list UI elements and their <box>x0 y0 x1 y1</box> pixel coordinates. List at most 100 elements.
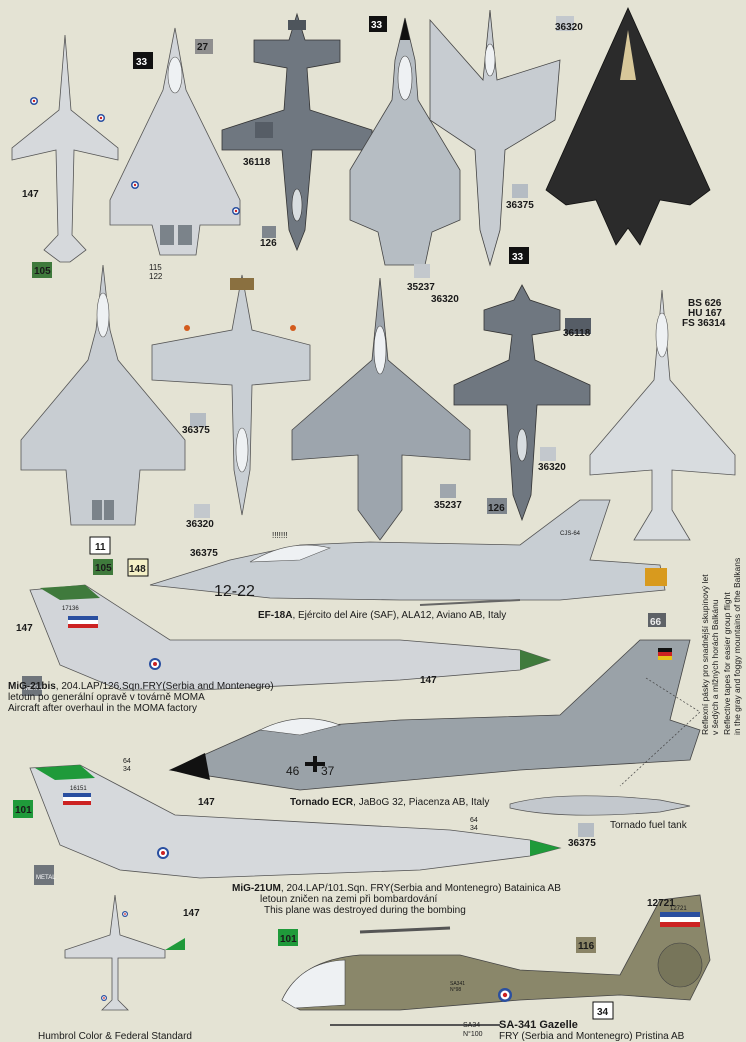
label-36375-b: 36375 <box>182 425 210 436</box>
f117-top-view <box>545 7 711 246</box>
label-12721: 12721 <box>647 898 675 909</box>
label-36320-b: 36320 <box>431 294 459 305</box>
label-122: 122 <box>149 272 163 281</box>
chip-35237-b <box>440 484 456 498</box>
caption-tornado-rest: , JaBoG 32, Piacenza AB, Italy <box>353 797 490 808</box>
caption-gazelle-unit: FRY (Serbia and Montenegro) Pristina AB <box>499 1031 685 1042</box>
f16-top-view-b <box>453 284 591 522</box>
chip-36320-top <box>556 16 574 31</box>
caption-tornado-bold: Tornado ECR <box>290 797 354 808</box>
label-64-a: 64 <box>123 758 131 765</box>
label-33-a: 33 <box>136 57 148 68</box>
reflective-tape-callout <box>619 677 701 787</box>
caption-ef18: EF-18A, Ejército del Aire (SAF), ALA12, … <box>258 610 506 621</box>
label-148: 148 <box>129 564 146 575</box>
chip-105-b <box>93 559 113 575</box>
tornado-fuel-tank <box>509 795 691 816</box>
caption-mig21um-cz: letoun zničen na zemi při bombardování <box>260 894 438 905</box>
chip-36320-d <box>540 447 556 461</box>
caption-mig21um-en: This plane was destroyed during the bomb… <box>264 905 466 916</box>
chip-36375-a <box>512 184 528 198</box>
gazelle-tail-serial: 12721 <box>670 906 687 912</box>
label-27: 27 <box>197 42 209 53</box>
fa18-top-view-b <box>291 277 471 541</box>
label-66: 66 <box>650 617 662 628</box>
chip-36320-a <box>414 264 430 278</box>
chip-148 <box>127 558 149 577</box>
label-34: 34 <box>597 1007 609 1018</box>
label-36118-b: 36118 <box>563 328 591 339</box>
chip-27 <box>195 39 213 54</box>
label-115: 115 <box>149 263 162 272</box>
gazelle-n100: N°100 <box>463 1030 483 1038</box>
label-126-b: 126 <box>488 503 505 514</box>
vertical-note-4: in the gray and foggy mountains of the B… <box>732 557 742 735</box>
label-exclaim: !!!!!!! <box>272 531 288 540</box>
chip-36375-d <box>578 823 594 837</box>
caption-mig21bis-cz: letoun po generální opravě v továrně MOM… <box>8 692 205 703</box>
label-36375-c: 36375 <box>190 548 218 559</box>
chip-126-b <box>487 498 507 514</box>
tornado-code-left: 46 <box>286 764 300 778</box>
caption-ef18-bold: EF-18A <box>258 610 293 621</box>
chip-126-a <box>262 226 276 238</box>
caption-mig21bis-en: Aircraft after overhaul in the MOMA fact… <box>8 703 197 714</box>
label-metal-b: METAL <box>36 875 56 881</box>
chip-101-a <box>13 800 33 818</box>
label-34-b: 34 <box>470 825 478 832</box>
label-metal-a: METAL <box>24 686 44 692</box>
chip-33-b <box>369 16 387 32</box>
chip-33-a <box>133 52 153 69</box>
vertical-note-3: Reflective tapes for easier group flight <box>722 592 732 735</box>
ef18-tail-code: CJS-64 <box>560 531 581 537</box>
f14-top-view-2 <box>429 9 561 267</box>
mig21-top-view-small <box>64 894 185 1011</box>
label-105-b: 105 <box>95 563 112 574</box>
label-33-b: 33 <box>371 20 383 31</box>
label-fs36314: FS 36314 <box>682 318 726 329</box>
serial-16151: 16151 <box>70 786 87 792</box>
gazelle-sa341-small: SA341 <box>450 981 465 987</box>
caption-mig21um: MiG-21UM, 204.LAP/101.Sqn. FRY(Serbia an… <box>232 883 561 894</box>
chip-33-c <box>509 247 529 264</box>
chip-36375-b <box>190 413 206 427</box>
chip-11 <box>89 536 111 555</box>
caption-gazelle-bold: SA-341 Gazelle <box>499 1019 578 1031</box>
ef18-side-view <box>149 499 667 606</box>
caption-mig21um-rest: , 204.LAP/101.Sqn. FRY(Serbia and Monten… <box>280 883 561 894</box>
vertical-note-1: Reflexní pásky pro snadnější skupinový l… <box>700 574 710 735</box>
vertical-note-2: v šedých a mlžných horách Balkánu <box>710 599 720 735</box>
caption-mig21um-bold: MiG-21UM <box>232 883 281 894</box>
caption-gazelle: SA-341 Gazelle <box>499 1020 578 1031</box>
label-101-b: 101 <box>280 934 297 945</box>
chip-36118-b <box>565 318 591 334</box>
tornado-code-right: 37 <box>321 764 335 778</box>
label-36375-d: 36375 <box>568 838 596 849</box>
label-hu167: HU 167 <box>688 308 722 319</box>
label-147-a: 147 <box>22 189 39 200</box>
chip-105-a <box>32 262 52 278</box>
ef18-code: 12-22 <box>214 583 255 600</box>
label-147-c: 147 <box>420 675 437 686</box>
chip-101-b <box>278 929 298 946</box>
gazelle-n98-small: N°98 <box>450 987 461 993</box>
caption-humbrol: Humbrol Color & Federal Standard <box>38 1031 192 1042</box>
f15-top-view <box>20 264 186 526</box>
f16-top-view-dark <box>221 12 373 252</box>
label-33-c: 33 <box>512 252 524 263</box>
iron-cross-icon <box>305 756 325 772</box>
label-147-e: 147 <box>183 908 200 919</box>
gazelle-side-view <box>281 894 711 1026</box>
gazelle-sa34: SA34 <box>463 1022 480 1029</box>
caption-mig21bis: MiG-21bis, 204.LAP/126.Sqn.FRY(Serbia an… <box>8 681 274 692</box>
label-147-b: 147 <box>16 623 33 634</box>
label-105-a: 105 <box>34 266 51 277</box>
chip-metal-b <box>34 865 54 885</box>
caption-fuel-tank: Tornado fuel tank <box>610 820 687 831</box>
tornado-side-view <box>168 639 701 791</box>
chip-36118-a <box>255 122 273 138</box>
label-11: 11 <box>95 542 106 553</box>
caption-mig21bis-rest: , 204.LAP/126.Sqn.FRY(Serbia and Montene… <box>55 681 274 692</box>
label-36118-a: 36118 <box>243 157 271 168</box>
chip-34 <box>592 1001 614 1020</box>
